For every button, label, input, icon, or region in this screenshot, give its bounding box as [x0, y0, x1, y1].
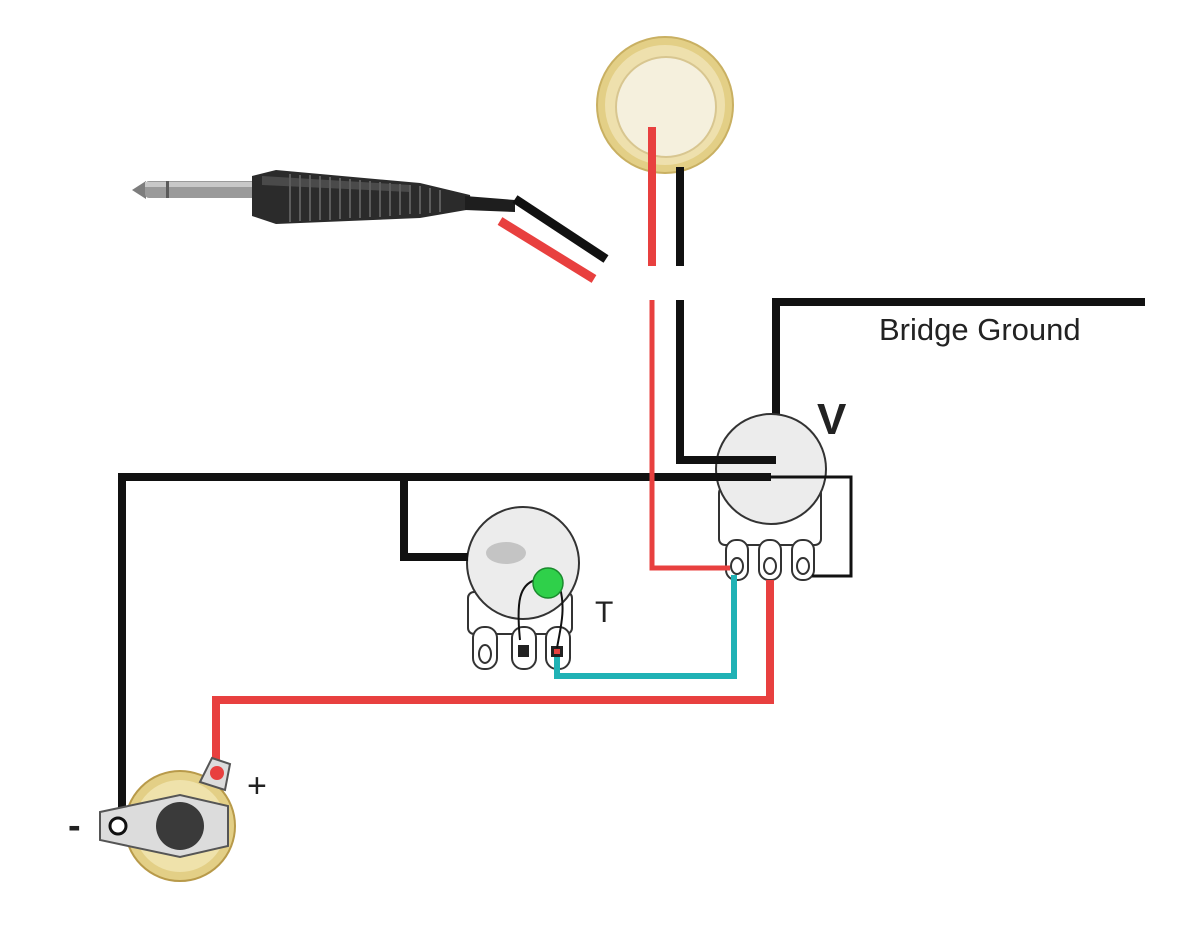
- audio-plug-icon: [132, 170, 515, 224]
- piezo-hot-wire: [649, 300, 730, 571]
- bridge-ground-wire: [772, 298, 1145, 455]
- tone-pot-label: T: [595, 596, 613, 629]
- volume-pot-icon: [715, 413, 827, 581]
- jack-minus-label: -: [68, 805, 81, 847]
- bridge-ground-label: Bridge Ground: [879, 312, 1081, 347]
- piezo-lead-wires: [648, 127, 684, 266]
- piezo-disc-icon: [596, 36, 734, 174]
- tone-wire: [554, 575, 737, 679]
- jack-plus-label: +: [247, 767, 267, 805]
- ground-bus-wire: [118, 473, 853, 820]
- output-jack-icon: [99, 756, 236, 882]
- plug-lead-wires: [497, 195, 609, 283]
- output-hot-wire: [212, 580, 774, 772]
- capacitor-icon: [517, 567, 564, 649]
- volume-pot-label: V: [817, 395, 847, 444]
- piezo-ground-wire: [676, 300, 776, 464]
